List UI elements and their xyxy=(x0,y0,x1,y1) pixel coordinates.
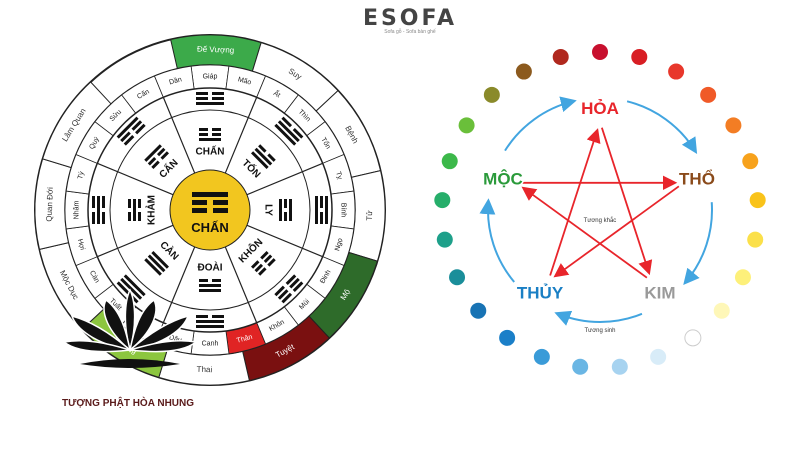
trigram-symbol xyxy=(251,251,304,304)
outer-ring-label: Đế Vượng xyxy=(197,45,235,55)
bagua-wheel: Đế VượngSuyBệnhTửMộTuyệtThaiDưỡngMộc Dục… xyxy=(34,34,386,386)
khac-arrow xyxy=(521,186,648,279)
trigram-symbol xyxy=(116,116,169,169)
trigram-symbol xyxy=(116,251,169,304)
color-dot xyxy=(483,86,500,103)
lotus-petal xyxy=(129,339,198,353)
trigram-name: KHẢM xyxy=(145,195,158,225)
element-label-tho: THỔ xyxy=(679,169,715,188)
color-dot xyxy=(668,63,685,80)
color-dot xyxy=(470,302,487,319)
element-label-hoa: HỎA xyxy=(581,99,619,118)
lotus-petal xyxy=(62,339,131,353)
trigram-name: CHẤN xyxy=(196,145,225,158)
color-dot xyxy=(684,329,702,347)
trigram-symbol xyxy=(196,279,224,328)
outer-ring-label: Quan Đới xyxy=(45,187,55,222)
color-dot xyxy=(572,358,589,375)
color-dot xyxy=(747,231,764,248)
color-dot xyxy=(458,117,475,134)
element-label-moc: MỘC xyxy=(483,169,523,188)
lotus-logo xyxy=(62,288,198,368)
lotus-petal xyxy=(124,288,136,353)
mountain-label: Thân xyxy=(236,334,253,345)
outer-caption: Tương sinh xyxy=(585,328,616,334)
mountain-label: Dậu xyxy=(168,334,182,344)
sinh-arrow xyxy=(554,310,643,326)
logo-main-text: ESOFA xyxy=(362,6,458,31)
outer-ring-label: Thai xyxy=(196,365,212,375)
color-dot xyxy=(713,302,730,319)
sinh-arrow xyxy=(479,198,515,283)
color-dot xyxy=(434,192,451,209)
khac-arrow xyxy=(553,185,680,278)
color-dot xyxy=(441,153,458,170)
color-dot xyxy=(552,48,569,65)
trigram-symbol xyxy=(92,196,141,224)
lotus-petal xyxy=(70,314,133,352)
element-label-kim: KIM xyxy=(644,284,675,303)
lotus-petal xyxy=(128,298,157,352)
trigram-symbol xyxy=(251,116,304,169)
mountain-label: Canh xyxy=(202,340,219,347)
mountain-label: Ngọ xyxy=(334,237,344,251)
trigram-name: ĐOÀI xyxy=(198,261,223,274)
mountain-label: Bính xyxy=(340,203,347,218)
color-dot xyxy=(515,63,532,80)
color-dot xyxy=(700,86,717,103)
color-dot xyxy=(611,358,628,375)
trigram-symbol xyxy=(196,92,224,141)
color-dot xyxy=(533,348,550,365)
color-dot xyxy=(742,153,759,170)
khac-arrow xyxy=(549,128,601,276)
sinh-arrow xyxy=(626,100,698,155)
trigram-name: LY xyxy=(262,204,273,216)
sinh-arrow xyxy=(504,96,577,152)
color-dot xyxy=(449,269,466,286)
mountain-label: Mão xyxy=(237,76,252,86)
brand-caption: TƯỢNG PHẬT HÒA NHUNG xyxy=(62,398,195,409)
sinh-arrow xyxy=(683,202,713,286)
mountain-label: Tý xyxy=(77,170,86,180)
lotus-petal xyxy=(103,298,132,352)
inner-caption: Tương khắc xyxy=(584,217,617,224)
center-label: CHẤN xyxy=(191,220,229,235)
color-dot xyxy=(734,269,751,286)
khac-arrow xyxy=(600,127,653,276)
mountain-label: Giáp xyxy=(203,73,218,80)
color-dot xyxy=(749,192,766,209)
element-label-thuy: THỦY xyxy=(517,284,564,303)
trigram-symbol xyxy=(279,196,328,224)
lotus-petal xyxy=(127,314,190,352)
mountain-label: Nhâm xyxy=(73,201,80,220)
esofa-logo: ESOFA Sofa gỗ - Sofa bàn ghế xyxy=(355,6,465,35)
mountain-label: Hợi xyxy=(76,238,86,251)
color-dot xyxy=(725,117,742,134)
outer-ring-label: Tử xyxy=(365,210,374,221)
color-dot xyxy=(436,231,453,248)
mountain-label: Tỵ xyxy=(334,171,343,181)
color-dot xyxy=(650,348,667,365)
color-dot xyxy=(631,48,648,65)
center-circle xyxy=(169,169,251,251)
color-dot xyxy=(499,329,516,346)
mountain-label: Ất xyxy=(272,87,283,99)
logo-tagline: Sofa gỗ - Sofa bàn ghế xyxy=(384,29,436,35)
color-dot xyxy=(592,44,608,60)
lotus-base xyxy=(80,359,180,368)
